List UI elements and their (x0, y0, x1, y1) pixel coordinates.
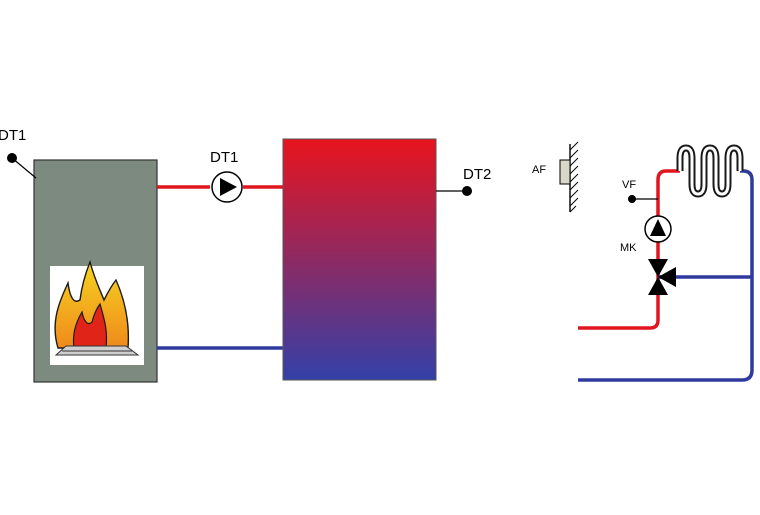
pump-sensor-label: DT1 (210, 149, 238, 166)
heating-coil-icon (676, 144, 744, 198)
mixing-return-pipe (578, 169, 754, 382)
tank-sensor-label: DT2 (463, 166, 491, 183)
outdoor-sensor-body (559, 159, 571, 185)
mixing-pump-icon (644, 215, 672, 243)
three-way-valve-icon (648, 259, 676, 295)
tank-sensor-dot (462, 186, 472, 196)
flow-sensor-dot (628, 195, 636, 203)
mixing-circuit-label: MK (620, 242, 637, 254)
outdoor-sensor-label: AF (532, 164, 546, 176)
boiler-sensor-dot (7, 153, 17, 163)
storage-tank (282, 138, 437, 381)
outdoor-sensor (559, 141, 579, 213)
flow-sensor-label: VF (622, 179, 636, 191)
boiler-sensor-label: DT1 (0, 127, 26, 144)
pump-icon (211, 171, 243, 203)
mixing-supply-pipe (578, 169, 680, 330)
flame-icon (54, 259, 140, 356)
boiler: DT1 (0, 127, 158, 383)
